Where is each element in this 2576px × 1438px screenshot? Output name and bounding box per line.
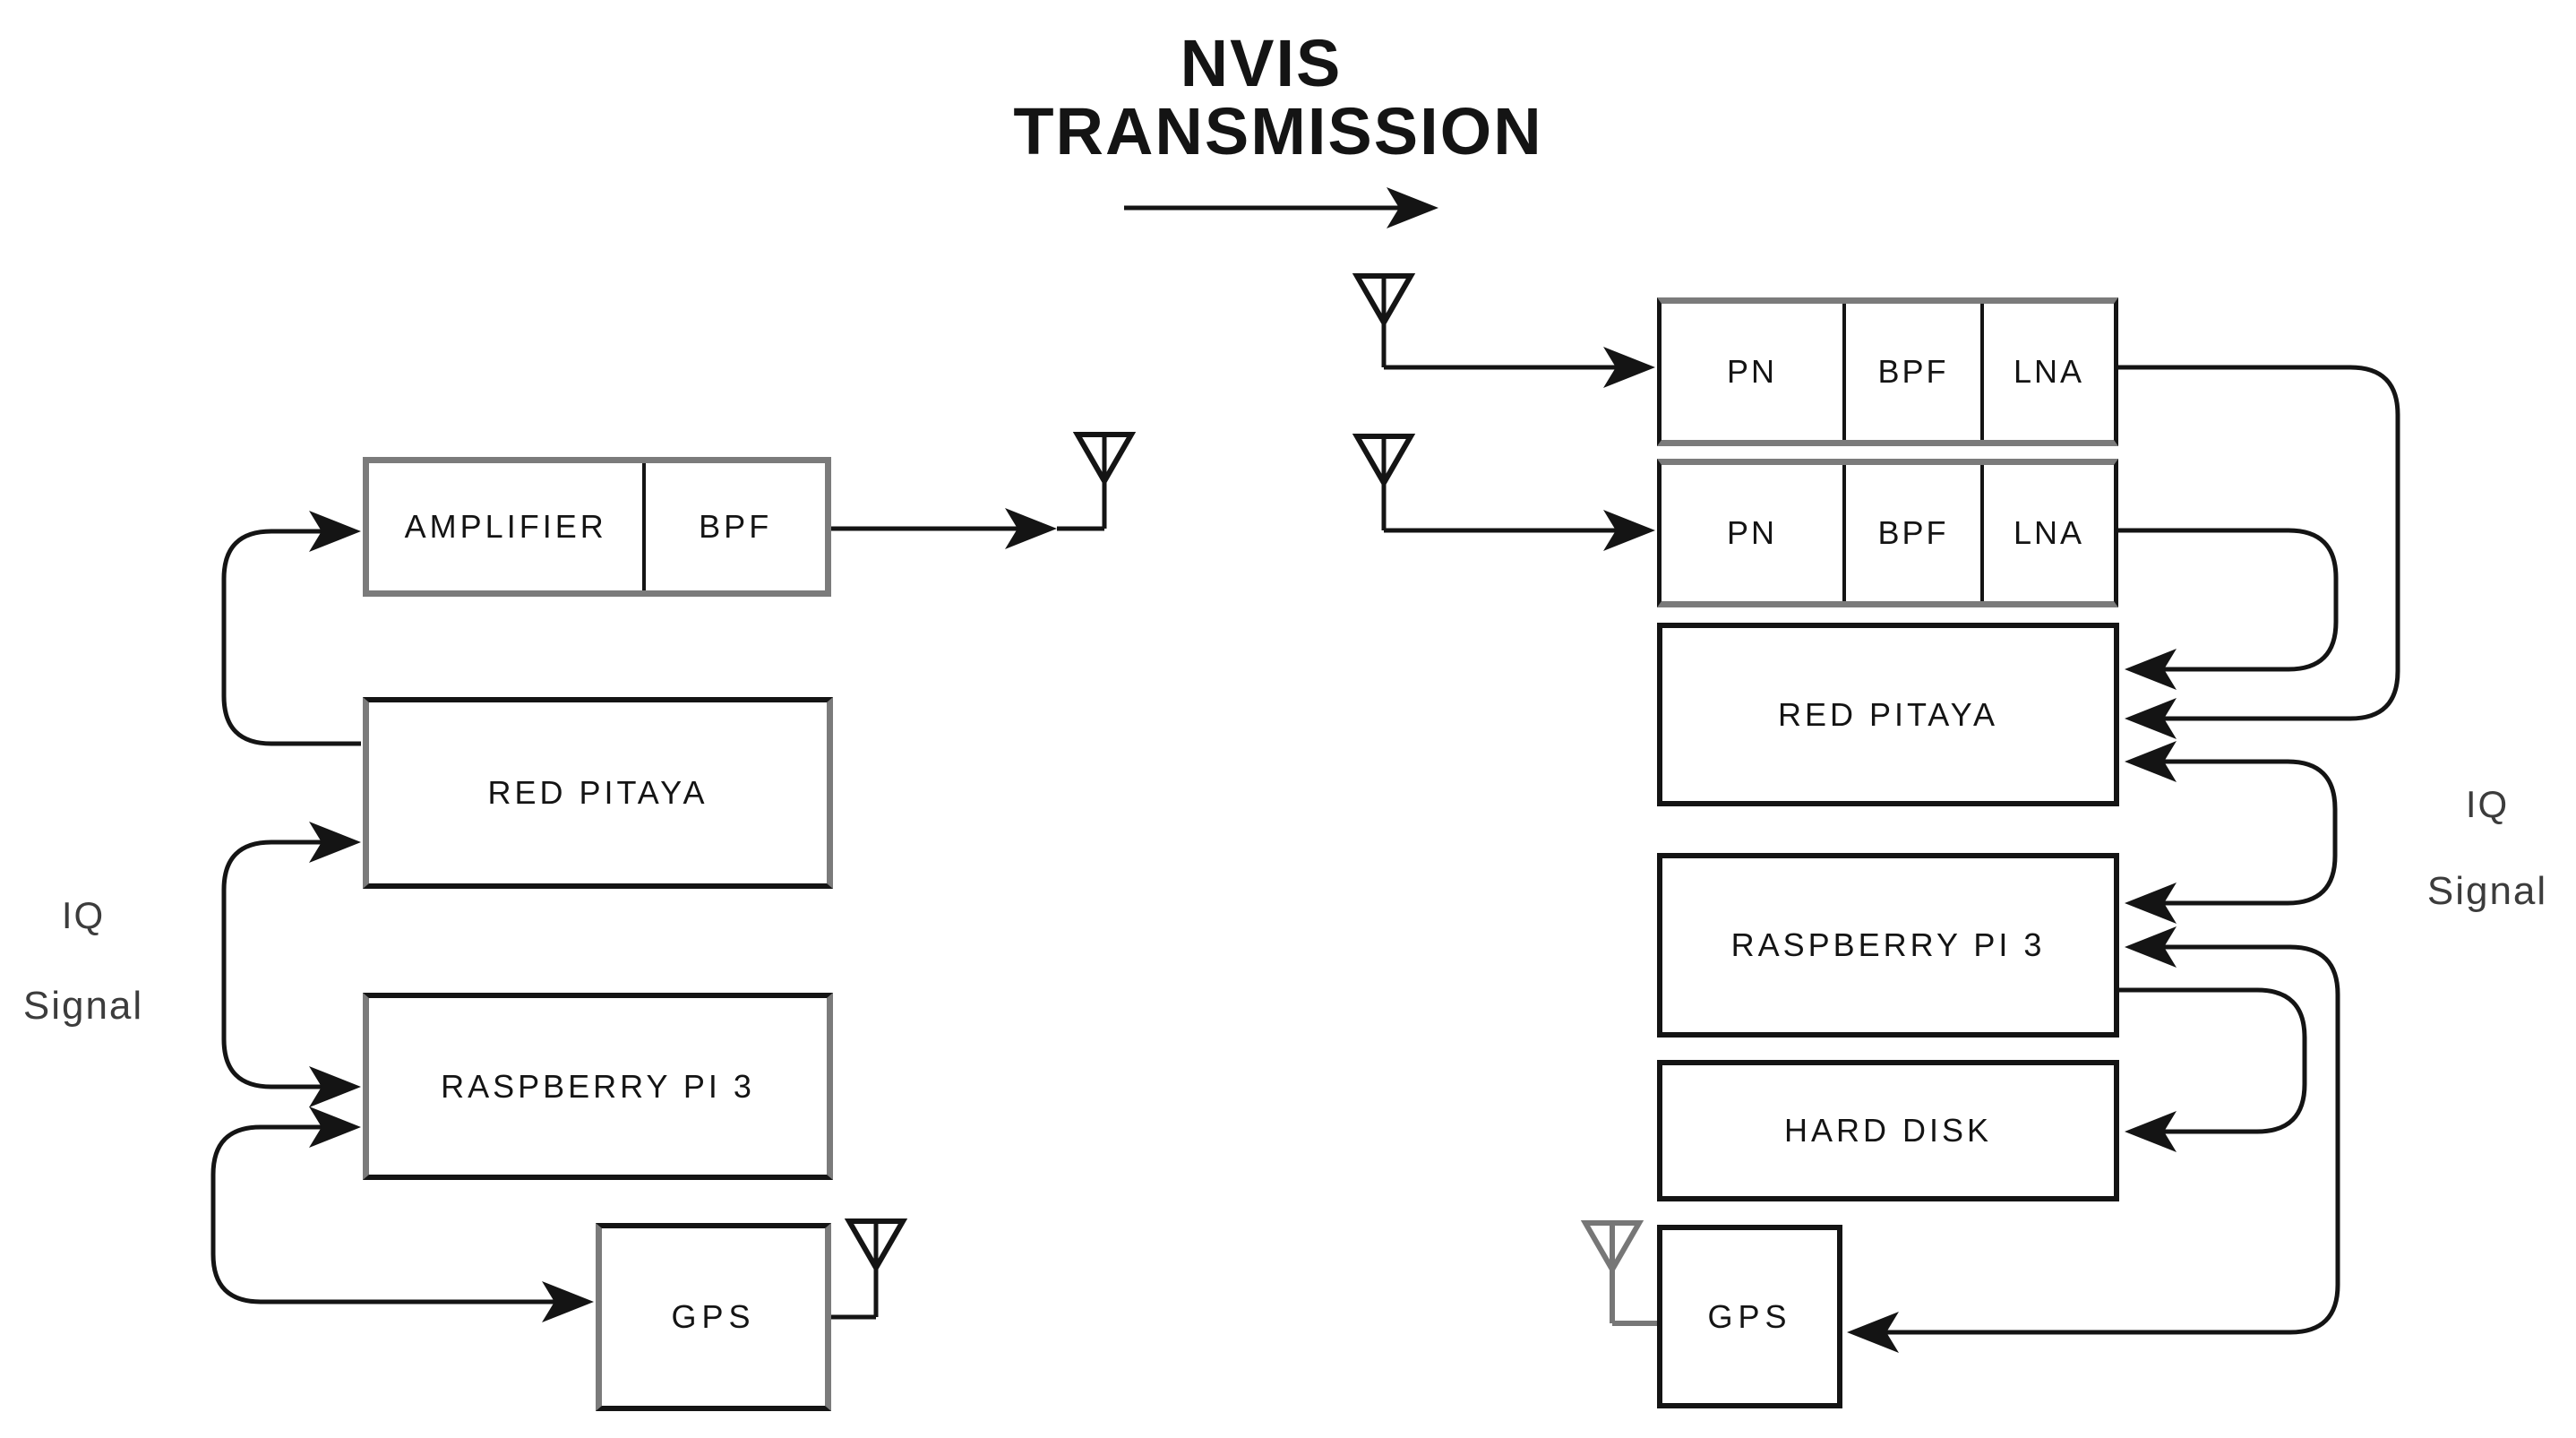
iq-signal-label-rx-line1: IQ [2465, 783, 2510, 825]
tx-antenna-icon [1072, 432, 1137, 529]
wire-iq-redpitaya-raspberry-right [2125, 741, 2338, 924]
pn-label-chain1: PN [1726, 353, 1777, 390]
red-pitaya-label-rx: RED PITAYA [1777, 695, 1999, 733]
gps-box-rx: GPS [1657, 1225, 1842, 1408]
red-pitaya-label-tx: RED PITAYA [487, 774, 708, 811]
nvis-direction-arrow-icon [1124, 187, 1438, 228]
red-pitaya-box-tx: RED PITAYA [363, 697, 833, 889]
wire-iq-redpitaya-raspberry-left [221, 822, 361, 1107]
rx-chain1-box: PN BPF LNA [1657, 297, 2118, 446]
wire-antenna1-to-chain1 [1384, 347, 1655, 388]
pn-label-chain2: PN [1726, 514, 1777, 551]
diagram-title-line2: TRANSMISSION [1013, 94, 1543, 168]
gps-label-rx: GPS [1707, 1297, 1792, 1335]
iq-signal-label-tx-line1: IQ [61, 894, 106, 936]
gps-box-tx: GPS [596, 1223, 831, 1411]
lna-label-chain1: LNA [2013, 353, 2085, 390]
iq-signal-label-tx-line2: Signal [22, 984, 144, 1028]
lna-label-chain2: LNA [2013, 514, 2085, 551]
wire-chain1-to-redpitaya [2118, 365, 2400, 739]
amplifier-cell: AMPLIFIER [369, 463, 642, 590]
raspberry-pi-label-tx: RASPBERRY PI 3 [441, 1067, 755, 1105]
pn-cell-chain2: PN [1662, 465, 1842, 601]
raspberry-pi-box-tx: RASPBERRY PI 3 [363, 993, 833, 1180]
bpf-cell-tx: BPF [642, 463, 825, 590]
iq-signal-label-rx-line2: Signal [2426, 869, 2548, 913]
lna-cell-chain1: LNA [1980, 304, 2114, 440]
rx-antenna2-icon [1352, 434, 1416, 530]
amplifier-bpf-box: AMPLIFIER BPF [363, 457, 831, 597]
rx-antenna1-icon [1352, 273, 1416, 367]
wire-chain2-to-redpitaya [2118, 528, 2339, 690]
raspberry-pi-label-rx: RASPBERRY PI 3 [1730, 926, 2046, 963]
rx-chain2-box: PN BPF LNA [1657, 459, 2118, 607]
hard-disk-label: HARD DISK [1783, 1112, 1993, 1149]
wire-redpitaya-to-amplifier [221, 511, 361, 746]
bpf-cell-chain2: BPF [1842, 465, 1980, 601]
red-pitaya-box-rx: RED PITAYA [1657, 623, 2119, 806]
wire-raspberry-gps-left [210, 1106, 594, 1322]
pn-cell-chain1: PN [1662, 304, 1842, 440]
gps-label-tx: GPS [671, 1298, 756, 1335]
wire-antenna2-to-chain2 [1384, 510, 1655, 551]
gps-antenna-right-icon [1580, 1220, 1657, 1326]
iq-signal-label-tx: IQ Signal [21, 894, 146, 1029]
iq-signal-label-rx: IQ Signal [2416, 783, 2559, 914]
wire-bpf-to-antenna [831, 508, 1104, 549]
bpf-label-chain2: BPF [1877, 514, 1949, 551]
raspberry-pi-box-rx: RASPBERRY PI 3 [1657, 853, 2119, 1038]
diagram-title-line1: NVIS [1180, 26, 1343, 100]
gps-antenna-left-icon [831, 1218, 908, 1320]
lna-cell-chain2: LNA [1980, 465, 2114, 601]
hard-disk-box: HARD DISK [1657, 1060, 2119, 1201]
wire-raspberry-gps-right [1847, 926, 2340, 1353]
bpf-label-chain1: BPF [1877, 353, 1949, 390]
bpf-cell-chain1: BPF [1842, 304, 1980, 440]
amplifier-label: AMPLIFIER [404, 508, 607, 545]
bpf-label-tx: BPF [699, 508, 773, 545]
wire-raspberry-to-harddisk [2119, 987, 2307, 1152]
